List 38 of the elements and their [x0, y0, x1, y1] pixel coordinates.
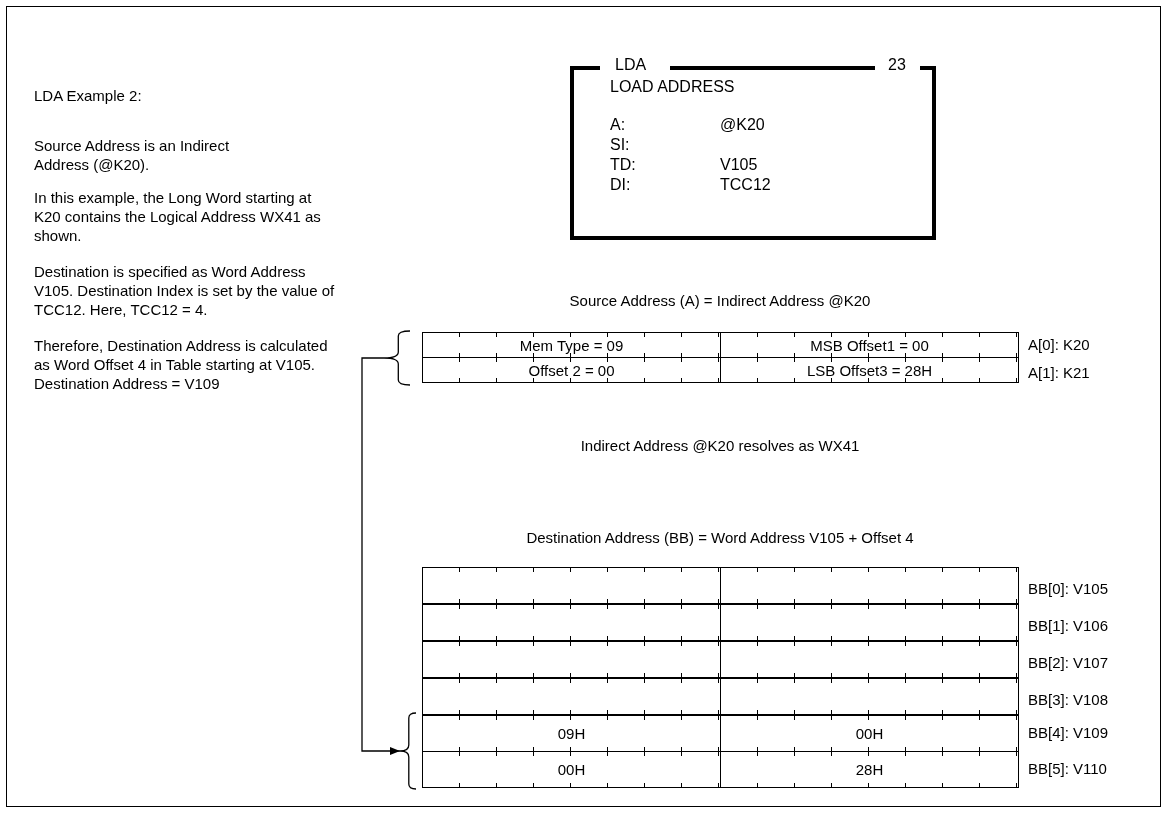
- table-cell: MSB Offset1 = 00: [720, 332, 1019, 358]
- table-cell: LSB Offset3 = 28H: [720, 357, 1019, 383]
- operand-name: SI:: [610, 136, 630, 154]
- row-label: A[1]: K21: [1028, 364, 1090, 381]
- heading: LDA Example 2:: [34, 86, 142, 105]
- row-label: A[0]: K20: [1028, 336, 1090, 353]
- note-text: Therefore, Destination Address is calculated as Word Offset 4 in Table starting at V105. Destination Address = V109: [34, 336, 329, 393]
- table-caption: Source Address (A) = Indirect Address @K20: [568, 292, 872, 309]
- function-block: [570, 56, 936, 240]
- operand-name: TD:: [610, 156, 636, 174]
- row-label: BB[4]: V109: [1028, 724, 1109, 741]
- arrow: [361, 357, 401, 755]
- row-label: BB[1]: V106: [1028, 617, 1109, 634]
- block-number: 23: [888, 56, 906, 74]
- block-title: LOAD ADDRESS: [610, 78, 735, 96]
- table-caption: Destination Address (BB) = Word Address V105 + Offset 4: [525, 529, 915, 546]
- operand-value: V105: [720, 156, 758, 174]
- operand-name: DI:: [610, 176, 631, 194]
- table-cell: Offset 2 = 00: [422, 357, 721, 383]
- row-label: BB[3]: V108: [1028, 691, 1109, 708]
- note-text: Source Address is an Indirect Address (@K20).: [34, 136, 231, 174]
- table-cell: Mem Type = 09: [422, 332, 721, 358]
- note-text: In this example, the Long Word starting at K20 contains the Logical Address WX41 as shown.: [34, 188, 322, 245]
- note-text: Indirect Address @K20 resolves as WX41: [579, 437, 861, 454]
- operand-name: A:: [610, 116, 626, 134]
- operand-value: @K20: [720, 116, 765, 134]
- block-name: LDA: [615, 56, 647, 74]
- curly-brace: [384, 330, 410, 386]
- table-cell: 28H: [720, 751, 1019, 788]
- curly-brace: [400, 712, 416, 790]
- row-label: BB[2]: V107: [1028, 654, 1109, 671]
- row-label: BB[0]: V105: [1028, 580, 1109, 597]
- table-cell: 09H: [422, 715, 721, 752]
- operand-value: TCC12: [720, 176, 771, 194]
- row-label: BB[5]: V110: [1028, 760, 1107, 777]
- table-cell: 00H: [720, 715, 1019, 752]
- table-cell: 00H: [422, 751, 721, 788]
- note-text: Destination is specified as Word Address V105. Destination Index is set by the value of TCC12. Here, TCC12 = 4.: [34, 262, 336, 319]
